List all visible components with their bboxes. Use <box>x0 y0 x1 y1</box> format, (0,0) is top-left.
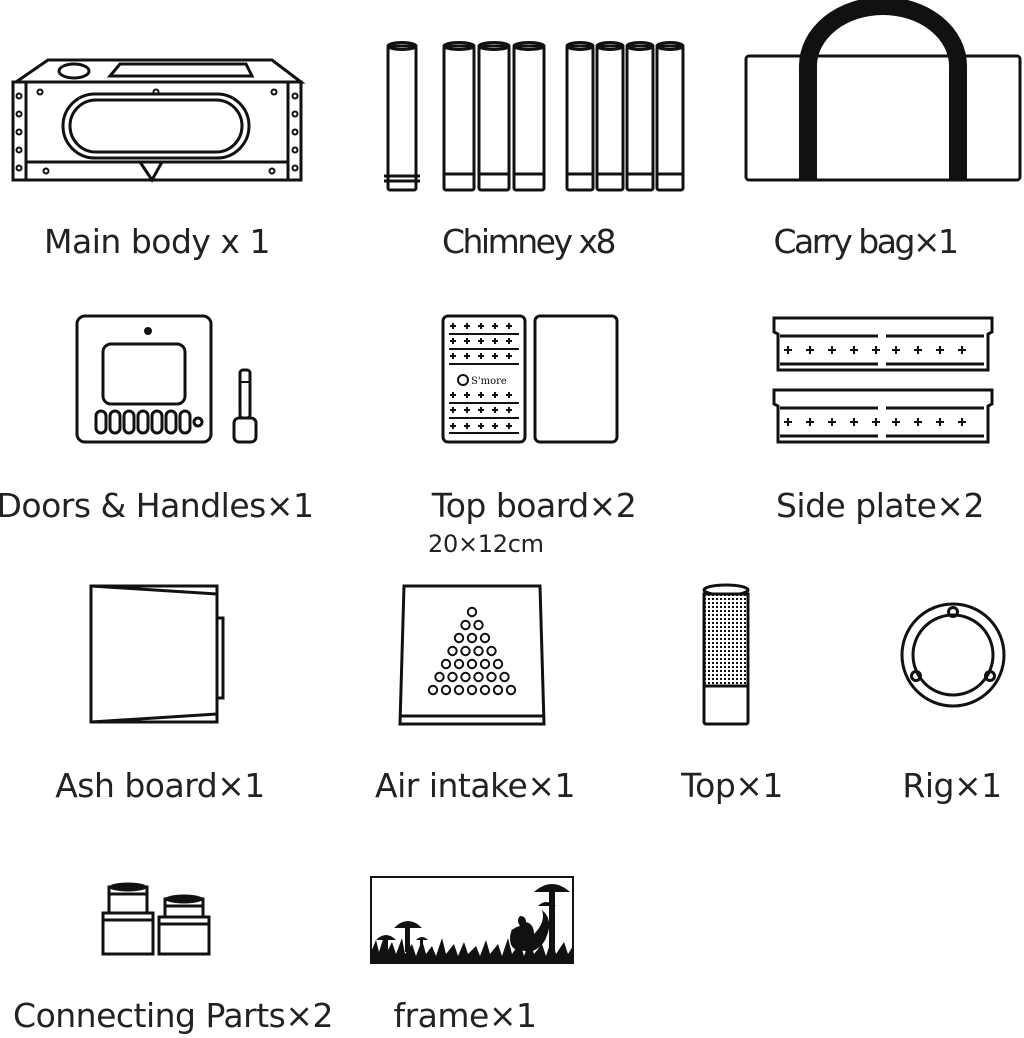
air-hole <box>479 632 491 644</box>
air-hole <box>453 632 465 644</box>
air-hole <box>460 619 471 631</box>
chimney-label: Chimney x8 <box>441 222 617 261</box>
air-hole <box>427 684 439 696</box>
air-hole <box>492 658 504 670</box>
air-intake-label: Air intake×1 <box>375 766 575 805</box>
air-intake-illustration <box>398 584 546 726</box>
smore-logo-text: S'more <box>471 376 507 387</box>
air-hole <box>473 671 484 683</box>
side-plate-illustration <box>772 316 994 444</box>
top-illustration <box>702 583 750 726</box>
ash-board-illustration <box>89 584 225 724</box>
air-hole <box>440 658 452 670</box>
rig-label: Rig×1 <box>902 766 1002 805</box>
air-hole <box>466 684 478 696</box>
air-hole <box>460 645 471 657</box>
air-hole <box>486 645 497 657</box>
air-hole <box>460 671 471 683</box>
air-hole <box>479 684 491 696</box>
carry-bag-illustration <box>744 0 1022 182</box>
air-hole <box>447 671 458 683</box>
air-hole <box>479 658 491 670</box>
top-board-label: Top board×2 <box>431 486 637 525</box>
air-hole <box>453 658 465 670</box>
air-hole <box>466 606 478 618</box>
air-hole <box>486 671 497 683</box>
connecting-parts-label: Connecting Parts×2 <box>13 996 333 1035</box>
chimney-illustration <box>384 41 685 192</box>
rig-illustration <box>900 602 1006 708</box>
air-hole <box>453 684 465 696</box>
connecting-parts-illustration <box>101 882 211 956</box>
air-hole <box>466 658 478 670</box>
air-hole <box>473 619 484 631</box>
side-plate-label: Side plate×2 <box>775 486 985 525</box>
carry-bag-label: Carry bag×1 <box>773 222 959 261</box>
main-body-label: Main body x 1 <box>44 222 270 261</box>
main-body-illustration <box>11 58 306 183</box>
air-hole <box>505 684 517 696</box>
air-hole <box>434 671 445 683</box>
top-label: Top×1 <box>681 766 783 805</box>
air-hole <box>492 684 504 696</box>
air-hole <box>440 684 452 696</box>
smore-logo: S'more <box>457 374 507 387</box>
air-hole <box>466 632 478 644</box>
frame-label: frame×1 <box>393 996 537 1035</box>
air-hole <box>447 645 458 657</box>
doors-handles-label: Doors & Handles×1 <box>0 486 314 525</box>
top-board-illustration <box>441 314 619 444</box>
air-hole <box>499 671 510 683</box>
doors-handles-illustration <box>75 314 258 444</box>
top-board-size: 20×12cm <box>428 530 544 558</box>
air-hole <box>473 645 484 657</box>
ash-board-label: Ash board×1 <box>55 766 265 805</box>
frame-illustration <box>370 876 574 964</box>
